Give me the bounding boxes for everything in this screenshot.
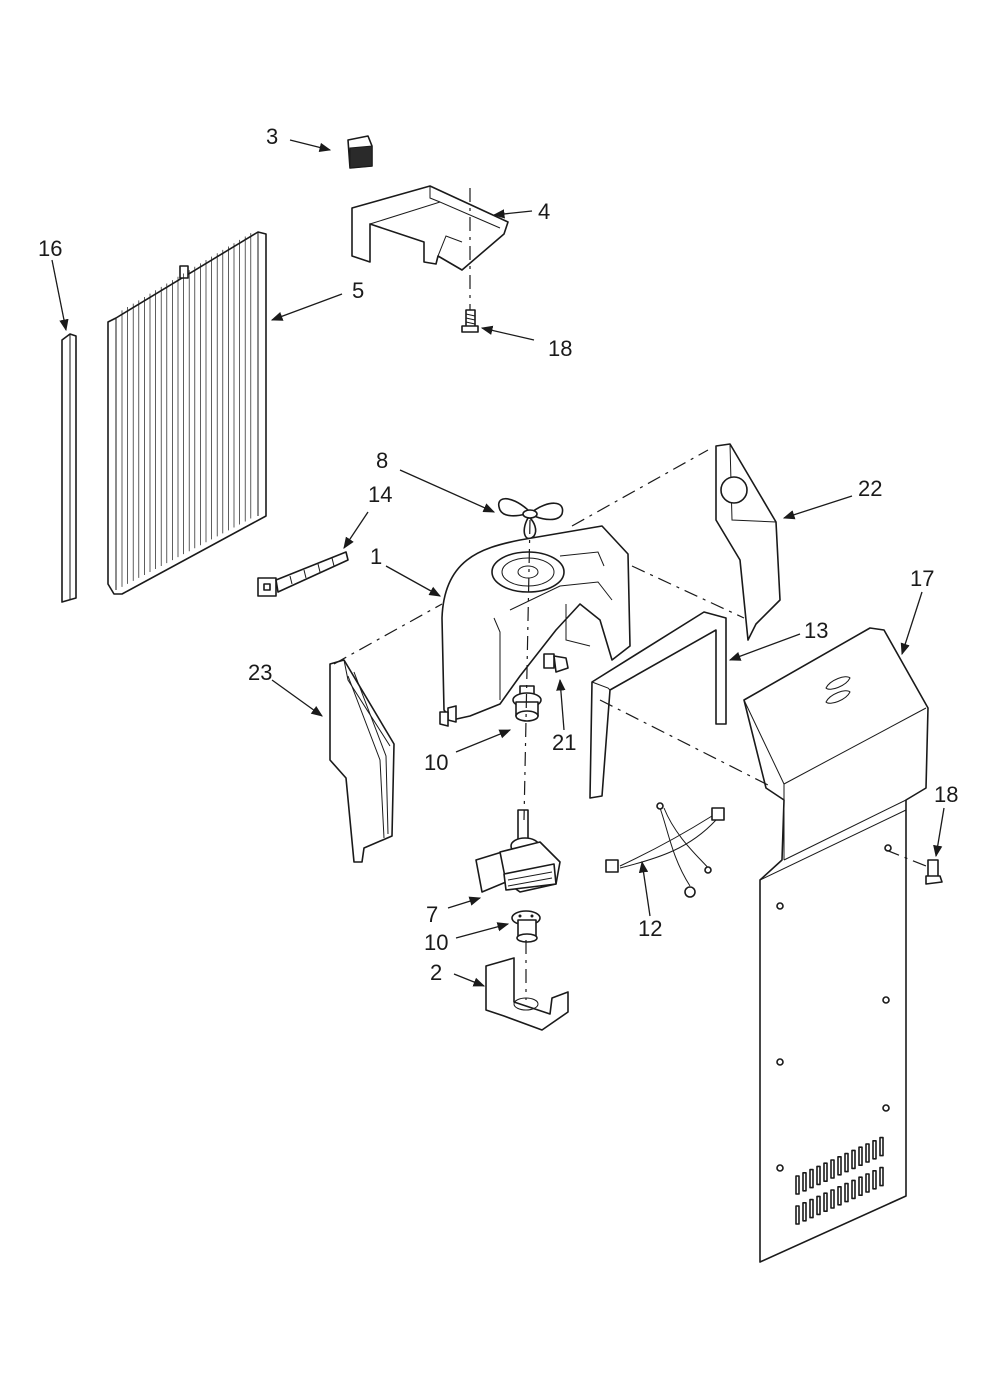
callout-21: 21 xyxy=(552,730,576,755)
part-17-rear-cover xyxy=(743,627,929,1263)
part-22-side-block xyxy=(715,443,781,641)
part-5-panel xyxy=(107,231,267,595)
callout-22: 22 xyxy=(858,476,882,501)
part-10-grommet-lower xyxy=(511,910,541,943)
callout-2: 2 xyxy=(430,960,442,985)
callout-14: 14 xyxy=(368,482,392,507)
leader-lines xyxy=(51,139,945,987)
callout-16: 16 xyxy=(38,236,62,261)
callout-8: 8 xyxy=(376,448,388,473)
callouts: 3 4 16 5 18 8 22 14 1 17 13 23 21 10 18 … xyxy=(38,124,958,985)
part-21-screw xyxy=(543,653,569,673)
part-14-cable-tie xyxy=(257,551,349,597)
callout-13: 13 xyxy=(804,618,828,643)
part-8-fan-blade xyxy=(497,497,564,540)
callout-1: 1 xyxy=(370,544,382,569)
part-16-strip xyxy=(61,333,77,603)
callout-7: 7 xyxy=(426,902,438,927)
part-3-clip xyxy=(347,135,373,169)
callout-12: 12 xyxy=(638,916,662,941)
part-2-bracket xyxy=(485,957,569,1031)
callout-18: 18 xyxy=(934,782,958,807)
callout-18: 18 xyxy=(548,336,572,361)
callout-23: 23 xyxy=(248,660,272,685)
part-18-screw-top xyxy=(461,309,479,333)
part-10-grommet-upper xyxy=(512,685,542,722)
part-18-screw-right xyxy=(925,859,943,885)
callout-4: 4 xyxy=(538,199,550,224)
part-12-wire-harness xyxy=(605,802,725,898)
part-7-motor xyxy=(475,809,561,893)
callout-3: 3 xyxy=(266,124,278,149)
callout-5: 5 xyxy=(352,278,364,303)
callout-10: 10 xyxy=(424,930,448,955)
assembly-lines xyxy=(333,188,927,1000)
callout-10: 10 xyxy=(424,750,448,775)
part-4-bracket xyxy=(351,185,509,271)
part-1-fan-shroud xyxy=(439,525,631,727)
part-23-left-block xyxy=(329,659,395,863)
part-13-u-gasket xyxy=(589,611,727,799)
callout-17: 17 xyxy=(910,566,934,591)
